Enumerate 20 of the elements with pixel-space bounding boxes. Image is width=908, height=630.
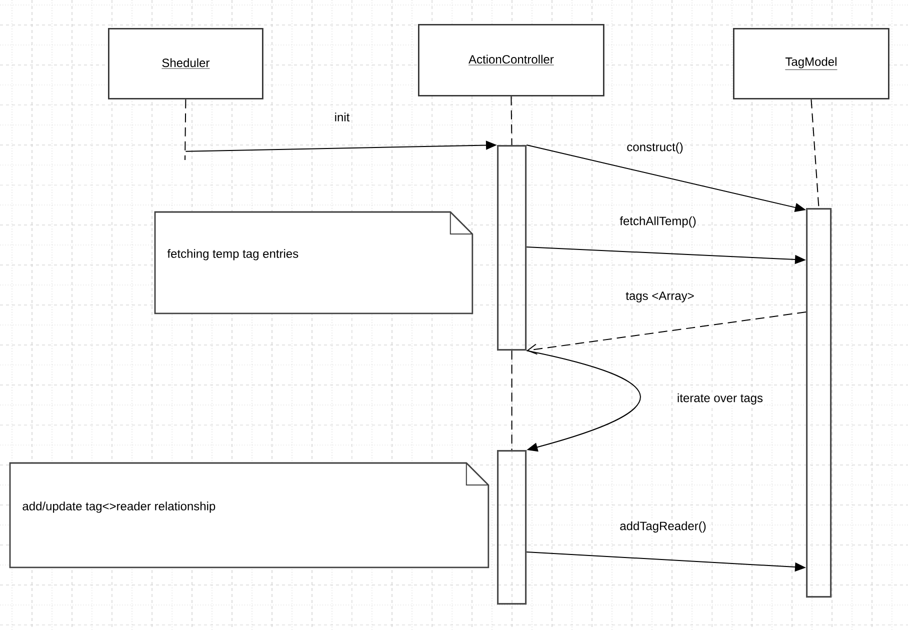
edge-label: construct() <box>627 142 683 154</box>
lifeline <box>510 96 512 146</box>
message-arrow <box>526 312 806 355</box>
edge-label: tags <Array> <box>626 292 694 302</box>
note-box: add/update tag<>reader relationship <box>9 462 490 568</box>
note-box: fetching temp tag entries <box>154 211 474 314</box>
lifeline <box>511 350 512 450</box>
activation-bar <box>497 450 527 605</box>
edge-label: iterate over tags <box>678 393 763 405</box>
edge-label: init <box>335 112 350 122</box>
lifeline <box>184 98 186 160</box>
participant-box: TagModel <box>733 28 890 100</box>
activation-bar <box>806 208 832 598</box>
participant-box: Sheduler <box>108 28 264 100</box>
edge-label: fetchAllTemp() <box>620 216 696 228</box>
edge-label: addTagReader() <box>620 521 706 533</box>
activation-bar <box>497 145 527 351</box>
lifeline <box>810 98 820 208</box>
participant-box: ActionController <box>418 24 604 96</box>
message-arrow <box>526 350 641 452</box>
